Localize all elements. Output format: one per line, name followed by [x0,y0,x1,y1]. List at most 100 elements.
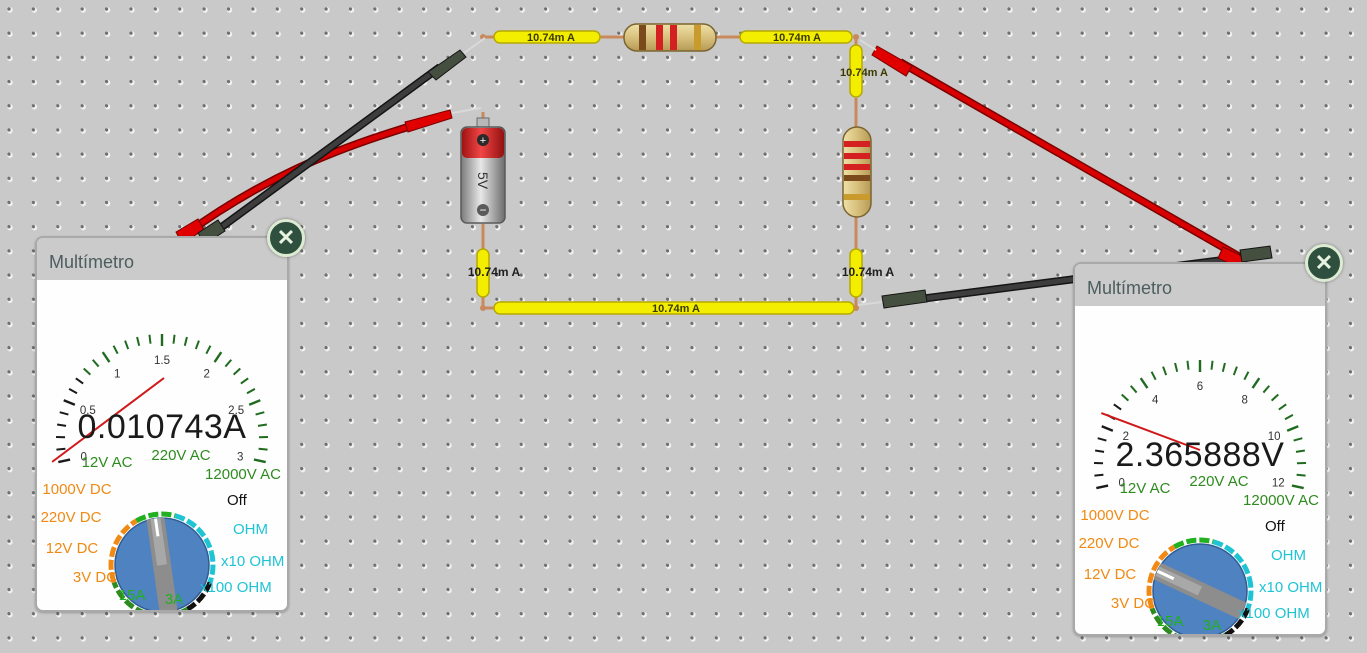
scale-tick [1094,473,1104,477]
selector-option-x100ohm[interactable]: x100 OHM [1238,605,1310,622]
selector-option-v12ac[interactable]: 12V AC [82,454,133,471]
scale-tick [148,334,152,344]
scale-label: 10 [1268,431,1281,443]
wire-right-upper[interactable]: 10.74m A [840,44,888,98]
selector-option-v3dc[interactable]: 3V DC [73,569,117,586]
selector-option-v220ac[interactable]: 220V AC [1189,473,1248,490]
resistor-band [670,25,677,50]
scale-tick [56,423,67,427]
scale-label: 0 [1119,478,1125,490]
scale-tick [246,388,256,395]
scale-tick [1291,484,1304,490]
wire-current-label: 10.74m A [527,32,575,44]
scale-label: 0.5 [80,405,96,417]
selector-option-v1000dc[interactable]: 1000V DC [42,481,111,498]
selector-option-v220dc[interactable]: 220V DC [41,509,102,526]
selector-option-x10ohm[interactable]: x10 OHM [221,553,284,570]
selector-option-off[interactable]: Off [227,492,248,509]
multimeter-title: Multímetro [37,238,287,280]
selector-option-v3dc[interactable]: 3V DC [1111,595,1155,612]
scale-tick [1293,437,1303,442]
close-icon[interactable]: ✕ [267,219,305,257]
scale-label: 3 [237,452,243,464]
resistor-band [844,153,870,159]
selector-option-v12000ac[interactable]: 12000V AC [205,466,281,483]
scale-tick [91,359,100,368]
scale-tick [1121,393,1130,402]
scale-tick [258,447,268,451]
wire-top-left[interactable]: 10.74m A [493,30,601,44]
resistor-horizontal[interactable] [623,23,717,52]
scale-tick [1251,377,1261,389]
probe-red-tip-left[interactable] [404,107,482,133]
selector-option-x10ohm[interactable]: x10 OHM [1259,579,1322,596]
selector-option-x100ohm[interactable]: x100 OHM [200,579,272,596]
wire-current-label: 10.74m A [773,32,821,44]
resistor-band [639,25,646,50]
selector-option-v12dc[interactable]: 12V DC [46,540,99,557]
selector-option-ohm[interactable]: OHM [1271,547,1306,564]
scale-label: 6 [1197,381,1203,393]
selector-option-v220dc[interactable]: 220V DC [1079,535,1140,552]
battery-plus-symbol: + [480,135,486,147]
scale-label: 1.5 [154,355,170,367]
scale-tick [248,399,261,406]
scale-tick [213,351,223,363]
scale-tick [183,336,188,346]
selector-ring-segment [108,518,138,584]
scale-tick [1232,366,1238,376]
probe-plug-right-black [1239,245,1273,263]
scale-label: 0 [81,452,87,464]
selector-ring-segment [135,511,176,524]
battery[interactable]: + 5V − [460,117,506,224]
scale-tick [1278,403,1287,411]
wire-left-lower[interactable]: 10.74m A [468,248,521,298]
close-icon[interactable]: ✕ [1305,244,1343,282]
scale-tick [1096,484,1109,490]
wire-top-right[interactable]: 10.74m A [739,30,853,44]
scale-tick [1094,449,1105,453]
selector-option-a3[interactable]: 3A [1203,617,1221,634]
selector-ring-segment [1149,607,1178,634]
selector-option-a15[interactable]: 15A [1157,613,1184,630]
scale-tick [101,351,111,363]
selector-option-v1000dc[interactable]: 1000V DC [1080,507,1149,524]
battery-plus-terminal [477,134,489,146]
wire-bottom[interactable]: 10.74m A [493,301,855,315]
scale-tick [205,345,212,355]
terminal-nodes [480,34,859,311]
selector-option-v12000ac[interactable]: 12000V AC [1243,492,1319,509]
scale-label: 2 [204,369,210,381]
selector-option-a3[interactable]: 3A [165,591,183,608]
selector-option-v220ac[interactable]: 220V AC [151,447,210,464]
selector-ring-segment [1222,632,1225,634]
scale-tick [56,447,66,451]
selector-option-ohm[interactable]: OHM [233,521,268,538]
selector-option-v12ac[interactable]: 12V AC [1120,480,1171,497]
scale-tick [1174,362,1179,372]
resistor-band [656,25,663,50]
probe-black-tip-left[interactable] [427,37,486,81]
scale-tick [1210,360,1214,370]
resistor-vertical[interactable] [842,126,872,218]
probe-black-tip-right[interactable] [857,289,928,309]
meter-needle [51,377,165,463]
selector-ring-segment [1212,539,1252,579]
selector-ring-segment [111,581,145,610]
meter-scale: 00.511.522.53 [56,334,268,464]
scale-tick [194,340,200,350]
scale-tick [1129,385,1138,394]
selector-option-v12dc[interactable]: 12V DC [1084,566,1137,583]
wire-current-label: 10.74m A [468,265,521,279]
selector-option-off[interactable]: Off [1265,518,1286,535]
scale-tick [172,334,176,344]
probe-red-tip-right[interactable] [859,39,913,77]
selector-option-a15[interactable]: 15A [119,587,146,604]
wire-right-lower[interactable]: 10.74m A [842,248,895,298]
